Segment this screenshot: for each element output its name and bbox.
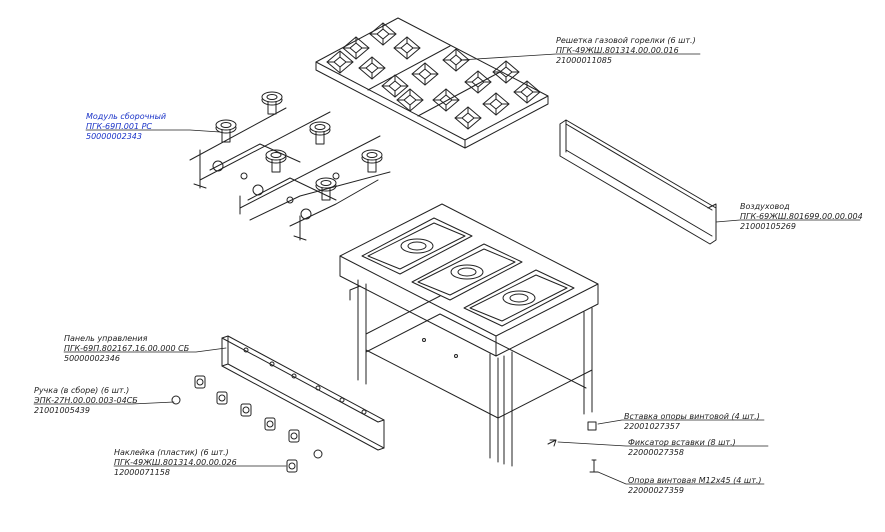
callout-panel: Панель управления ПГК-69П.802167.16.00.0… xyxy=(64,334,189,364)
small-parts-drawing xyxy=(547,421,599,473)
control-panel-drawing xyxy=(221,335,385,451)
callout-insert-clamp-title: Фиксатор вставки (8 шт.) xyxy=(628,438,736,447)
callout-panel-code: ПГК-69П.802167.16.00.000 СБ xyxy=(64,344,190,353)
callout-sticker: Наклейка (пластик) (6 шт.) ПГК-49ЖШ.8013… xyxy=(114,448,237,478)
callout-panel-title: Панель управления xyxy=(64,334,148,343)
assembly-module-drawing xyxy=(189,91,391,241)
callout-screw-foot-title: Опора винтовая М12х45 (4 шт.) xyxy=(628,476,762,485)
callout-sticker-article: 12000071158 xyxy=(114,468,170,477)
callout-air-duct-title: Воздуховод xyxy=(740,202,790,211)
callout-air-duct-code: ПГК-69ЖШ.801699.00.00.004 xyxy=(740,212,863,221)
callout-grate-article: 21000011085 xyxy=(556,56,612,65)
callout-panel-article: 50000002346 xyxy=(64,354,120,363)
callout-module-article: 50000002343 xyxy=(86,132,142,141)
callout-sticker-code: ПГК-49ЖШ.801314.00.00.026 xyxy=(114,458,237,467)
gas-range-body-drawing xyxy=(339,203,599,467)
callout-knob: Ручка (в сборе) (6 шт.) ЭПК-27Н.00.00.00… xyxy=(34,386,138,416)
callout-insert-clamp-article: 22000027358 xyxy=(628,448,684,457)
callout-knob-article: 21001005439 xyxy=(34,406,90,415)
callout-knob-title: Ручка (в сборе) (6 шт.) xyxy=(34,386,130,395)
callout-module: Модуль сборочный ПГК-69П.001 РС 50000002… xyxy=(86,112,166,142)
callout-grate-code: ПГК-49ЖШ.801314.00.00.016 xyxy=(556,46,679,55)
callout-insert-support-title: Вставка опоры винтовой (4 шт.) xyxy=(624,412,760,421)
callout-air-duct-article: 21000105269 xyxy=(740,222,796,231)
callout-screw-foot: Опора винтовая М12х45 (4 шт.) 2200002735… xyxy=(628,476,762,496)
callout-grate-title: Решетка газовой горелки (6 шт.) xyxy=(556,36,696,45)
callout-insert-clamp: Фиксатор вставки (8 шт.) 22000027358 xyxy=(628,438,736,458)
air-duct-drawing xyxy=(559,119,717,245)
callout-knob-code: ЭПК-27Н.00.00.003-04СБ xyxy=(34,396,138,405)
callout-screw-foot-article: 22000027359 xyxy=(628,486,684,495)
callout-grate: Решетка газовой горелки (6 шт.) ПГК-49ЖШ… xyxy=(556,36,696,66)
callout-module-title: Модуль сборочный xyxy=(86,112,167,121)
callout-sticker-title: Наклейка (пластик) (6 шт.) xyxy=(114,448,229,457)
callout-insert-support: Вставка опоры винтовой (4 шт.) 220010273… xyxy=(624,412,760,432)
callout-air-duct: Воздуховод ПГК-69ЖШ.801699.00.00.004 210… xyxy=(740,202,863,232)
knobs-drawing xyxy=(171,375,323,473)
burner-grate-drawing xyxy=(315,17,549,149)
callout-insert-support-article: 22001027357 xyxy=(624,422,680,431)
callout-module-code: ПГК-69П.001 РС xyxy=(86,122,152,131)
leader-lines xyxy=(33,53,861,485)
